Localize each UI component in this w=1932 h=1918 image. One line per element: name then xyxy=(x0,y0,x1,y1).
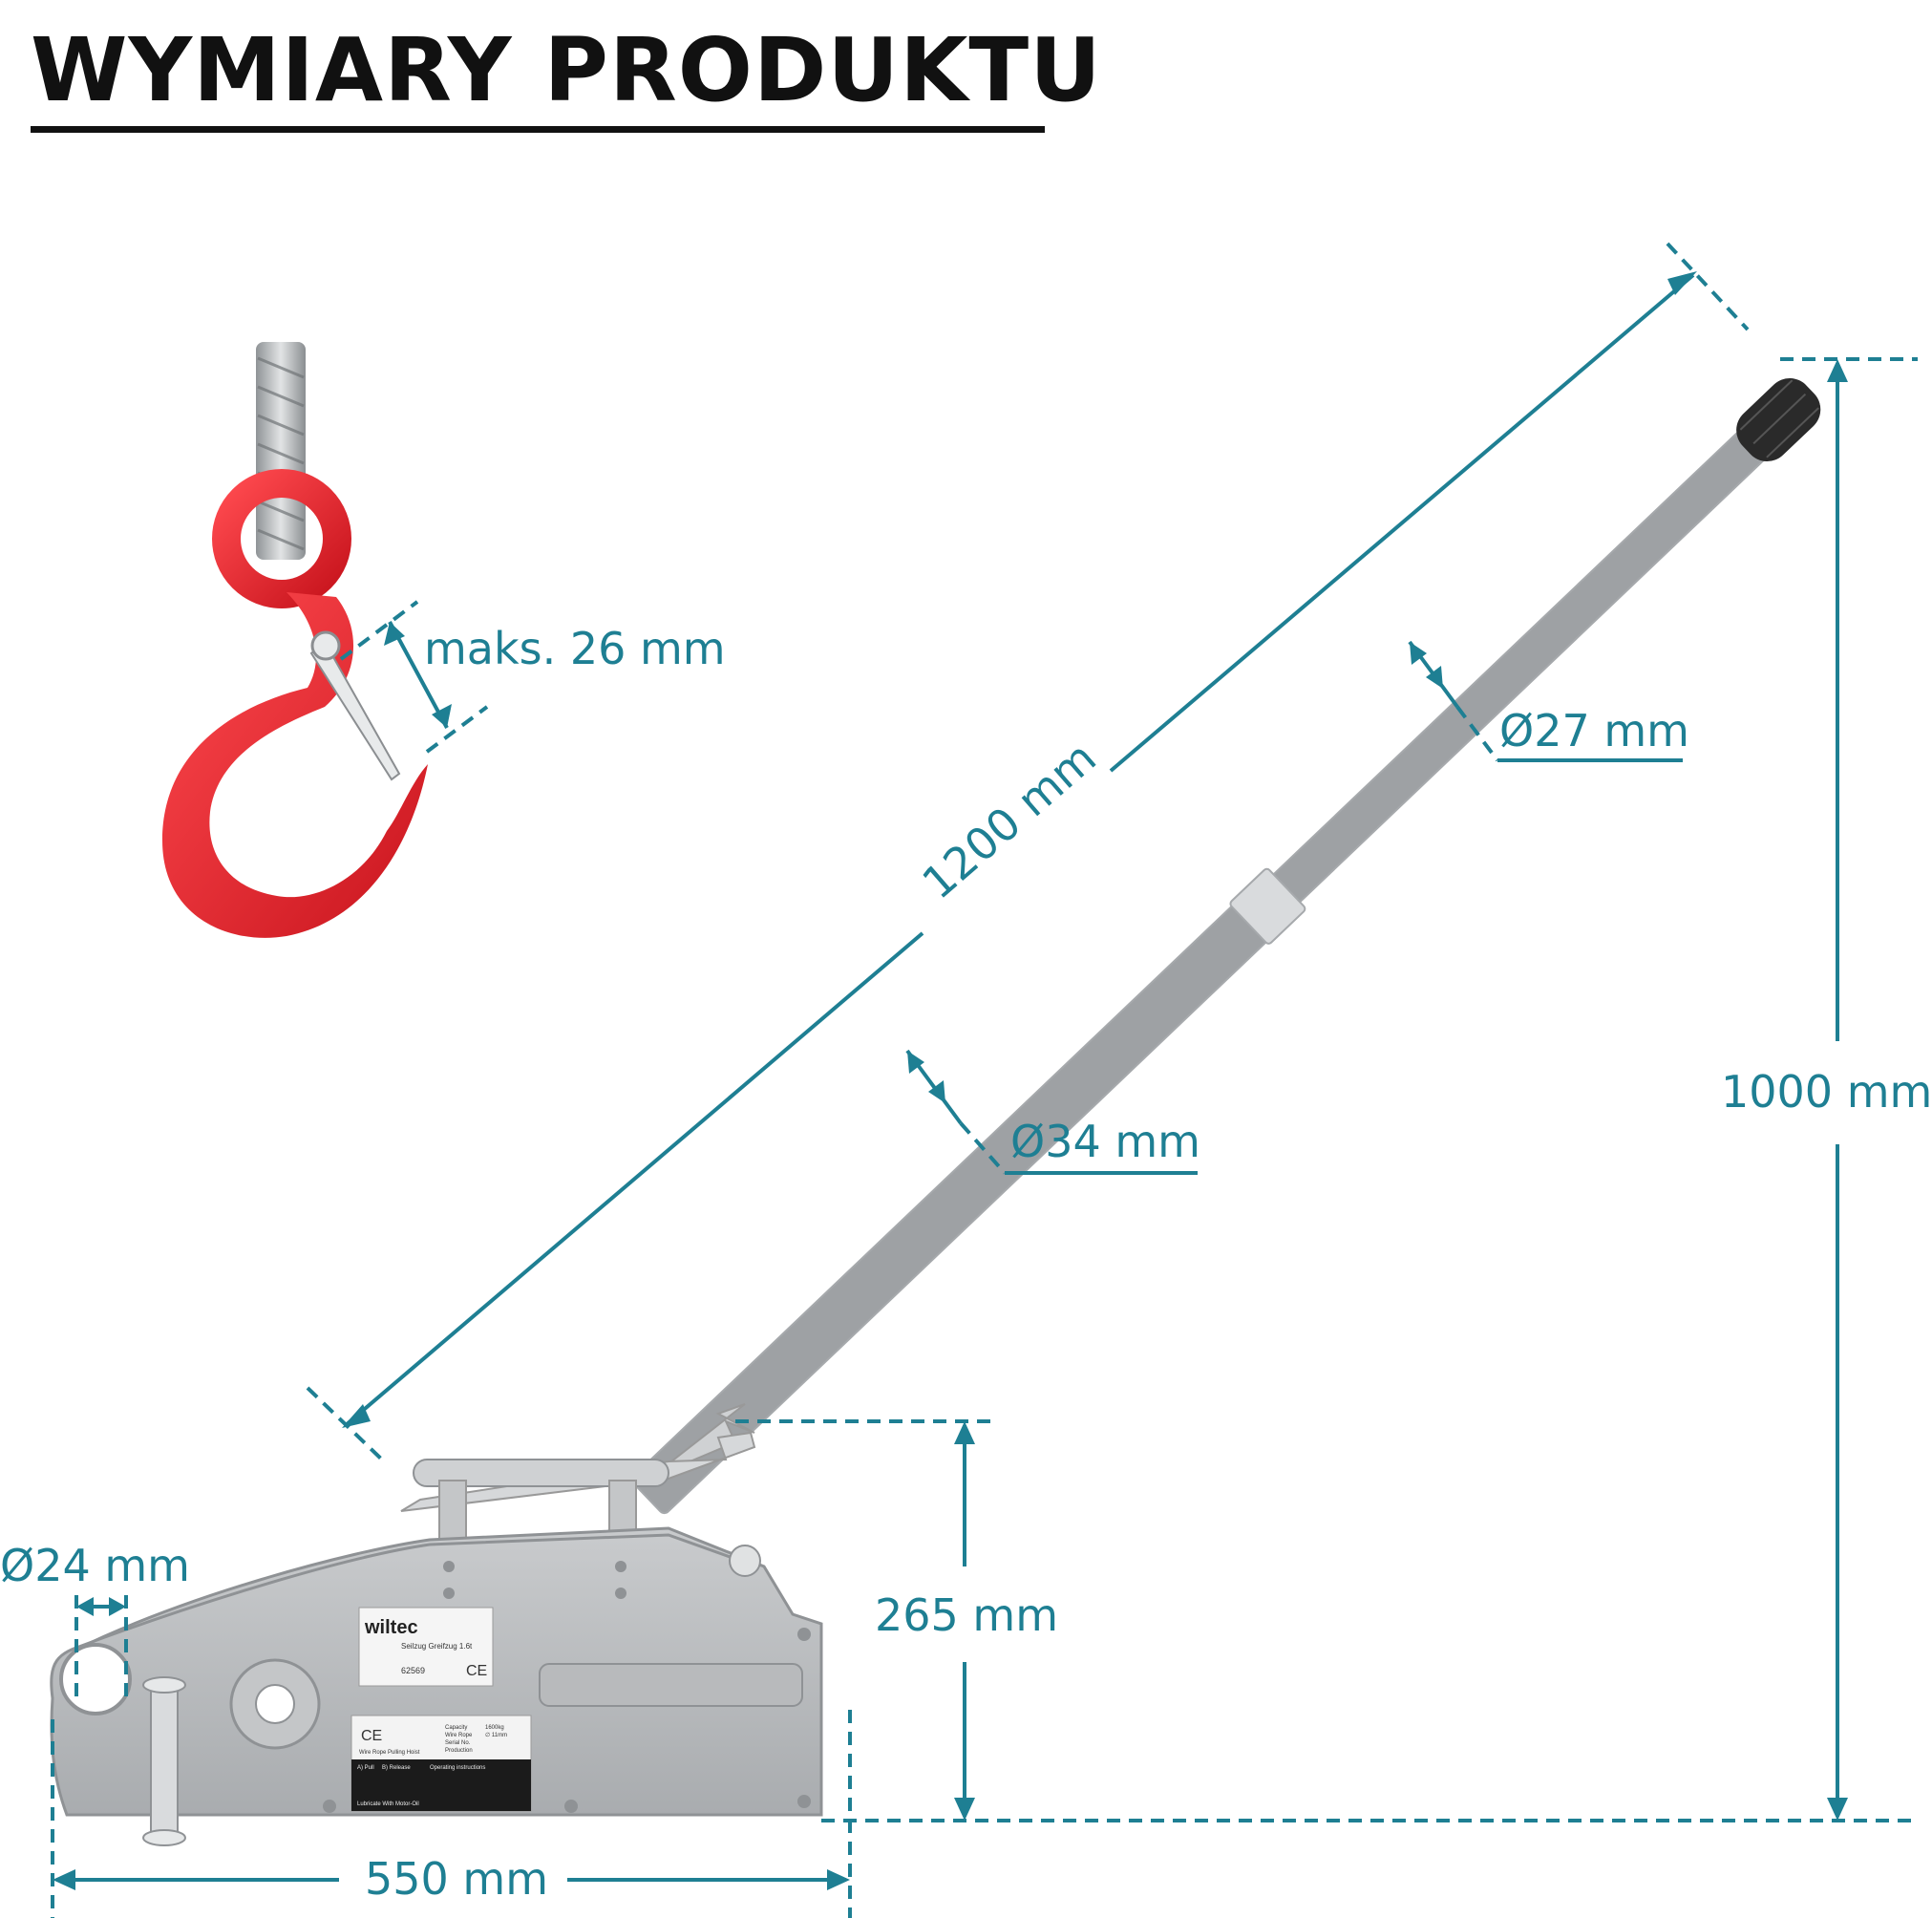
plate-capacity: Capacity xyxy=(445,1725,467,1731)
winch-body xyxy=(50,1403,823,1846)
hook-eye xyxy=(212,469,351,608)
body-length-label: 550 mm xyxy=(365,1853,549,1905)
device-ce-lower: CE xyxy=(361,1728,382,1744)
upper-label xyxy=(358,1607,494,1687)
plate-wire-rope: Wire Rope xyxy=(445,1733,473,1738)
safety-latch xyxy=(309,640,401,781)
carry-handle xyxy=(413,1459,669,1487)
hook-ext-top xyxy=(339,600,419,661)
handle-dim-line-lower xyxy=(344,931,924,1427)
hook-illustration xyxy=(162,342,428,938)
page-title: WYMIARY PRODUKTU xyxy=(31,19,1102,121)
title-underline xyxy=(31,126,1045,133)
dimension-arrows xyxy=(53,271,1848,1890)
plate-lubricate: Lubricate With Motor-Oil xyxy=(357,1801,419,1807)
hook-ext-bottom xyxy=(425,705,489,754)
hook-body xyxy=(162,592,428,938)
tube-collar xyxy=(1229,867,1306,945)
side-groove xyxy=(539,1663,803,1707)
plate-instructions: Operating instructions xyxy=(430,1765,485,1771)
device-art-no: 62569 xyxy=(401,1666,425,1675)
handle-ext-upper xyxy=(1666,242,1750,331)
handle-dim-line-upper xyxy=(1109,273,1695,773)
dimension-lines xyxy=(51,242,1918,1918)
release-knob xyxy=(729,1545,761,1577)
body-height-label: 265 mm xyxy=(875,1589,1059,1641)
total-height-label: 1000 mm xyxy=(1721,1066,1932,1118)
hook-dim-line xyxy=(388,621,449,729)
device-ce-upper: CE xyxy=(466,1663,487,1679)
large-tube xyxy=(631,871,1303,1515)
plate-capacity-value: 1600kg xyxy=(485,1725,504,1731)
large-tube-diameter-label: Ø34 mm xyxy=(1010,1116,1200,1167)
small-tube xyxy=(1271,417,1779,905)
small-tube-diameter-label: Ø27 mm xyxy=(1499,705,1689,757)
plate-production: Production xyxy=(445,1748,473,1754)
anchor-eye xyxy=(59,1643,132,1716)
device-model: Seilzug Greifzug 1.6t xyxy=(401,1642,473,1651)
plate-serial: Serial No. xyxy=(445,1740,471,1746)
plate-wire-rope-value: ∅ 11mm xyxy=(485,1732,507,1738)
handle-tubes xyxy=(631,378,1821,1515)
device-brand: wiltec xyxy=(364,1617,418,1638)
plate-release: B) Release xyxy=(382,1765,411,1771)
plate-pull: A) Pull xyxy=(357,1765,374,1771)
plate-caption: Wire Rope Pulling Hoist xyxy=(359,1750,420,1756)
hook-opening-label: maks. 26 mm xyxy=(424,623,726,674)
pin-diameter-label: Ø24 mm xyxy=(0,1540,190,1591)
shear-pin xyxy=(150,1684,179,1839)
latch-pivot xyxy=(310,630,341,661)
